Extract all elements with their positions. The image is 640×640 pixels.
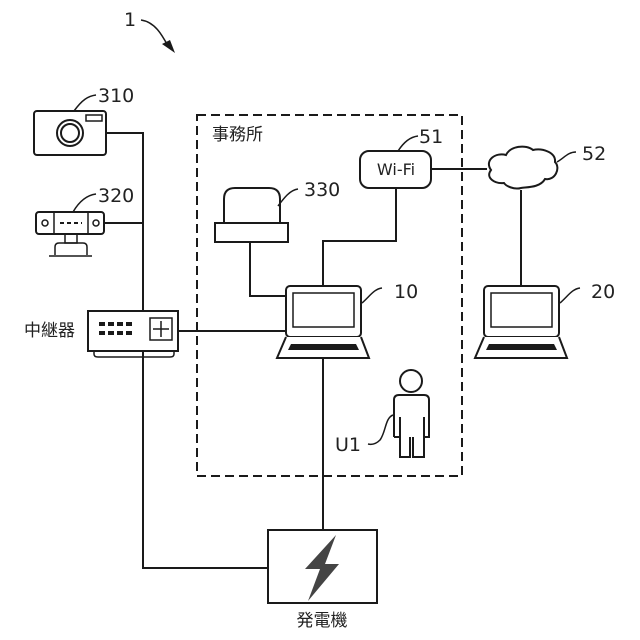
generator-label: 発電機 [297, 611, 348, 631]
relay-device: 中継器 [24, 311, 178, 357]
beacon-base [215, 223, 288, 242]
terminal-20-ref-label: 20 [591, 281, 615, 303]
generator: 発電機 [268, 530, 377, 631]
sensor-320: 320 [36, 185, 134, 256]
wifi-leader-line [398, 136, 418, 151]
wifi-to-terminal-line [323, 188, 396, 286]
system-reference: 1 [124, 9, 175, 53]
camera-310: 310 [34, 85, 134, 155]
laptop-keyboard [486, 344, 557, 350]
camera-leader-line [74, 95, 96, 111]
arrow-head-icon [162, 40, 175, 53]
system-ref-arrow-line [141, 20, 168, 46]
wifi-ref-label: 51 [419, 126, 443, 148]
sensor-leader-line [73, 194, 96, 212]
camera-icon [34, 111, 106, 155]
office-label: 事務所 [212, 125, 263, 145]
cloud-icon [489, 147, 557, 189]
terminal-20: 20 [475, 281, 615, 358]
warning-light-icon [224, 188, 280, 224]
user-u1: U1 [335, 370, 429, 457]
relay-base [94, 352, 174, 357]
terminal-20-leader-line [560, 288, 580, 303]
network-ref-label: 52 [582, 143, 606, 165]
person-body [394, 395, 429, 457]
system-ref-label: 1 [124, 9, 136, 31]
sensor-stand [65, 234, 77, 243]
user-ref-label: U1 [335, 434, 361, 456]
sensor-base [55, 243, 87, 255]
laptop-keyboard [288, 344, 359, 350]
terminal-10-ref-label: 10 [394, 281, 418, 303]
camera-ref-label: 310 [98, 85, 134, 107]
beacon-ref-label: 330 [304, 179, 340, 201]
sensor-ref-label: 320 [98, 185, 134, 207]
terminal-10-leader-line [362, 288, 382, 303]
terminal-10: 10 [277, 281, 418, 358]
wifi-51: Wi-Fi 51 [360, 126, 443, 188]
user-leader-line [368, 415, 393, 444]
relay-label: 中継器 [24, 321, 75, 341]
wifi-text: Wi-Fi [377, 160, 415, 179]
beacon-330: 330 [215, 179, 340, 242]
beacon-to-terminal-line [250, 242, 286, 296]
person-icon [400, 370, 422, 392]
cloud-leader-line [557, 152, 576, 162]
network-52: 52 [489, 143, 606, 189]
